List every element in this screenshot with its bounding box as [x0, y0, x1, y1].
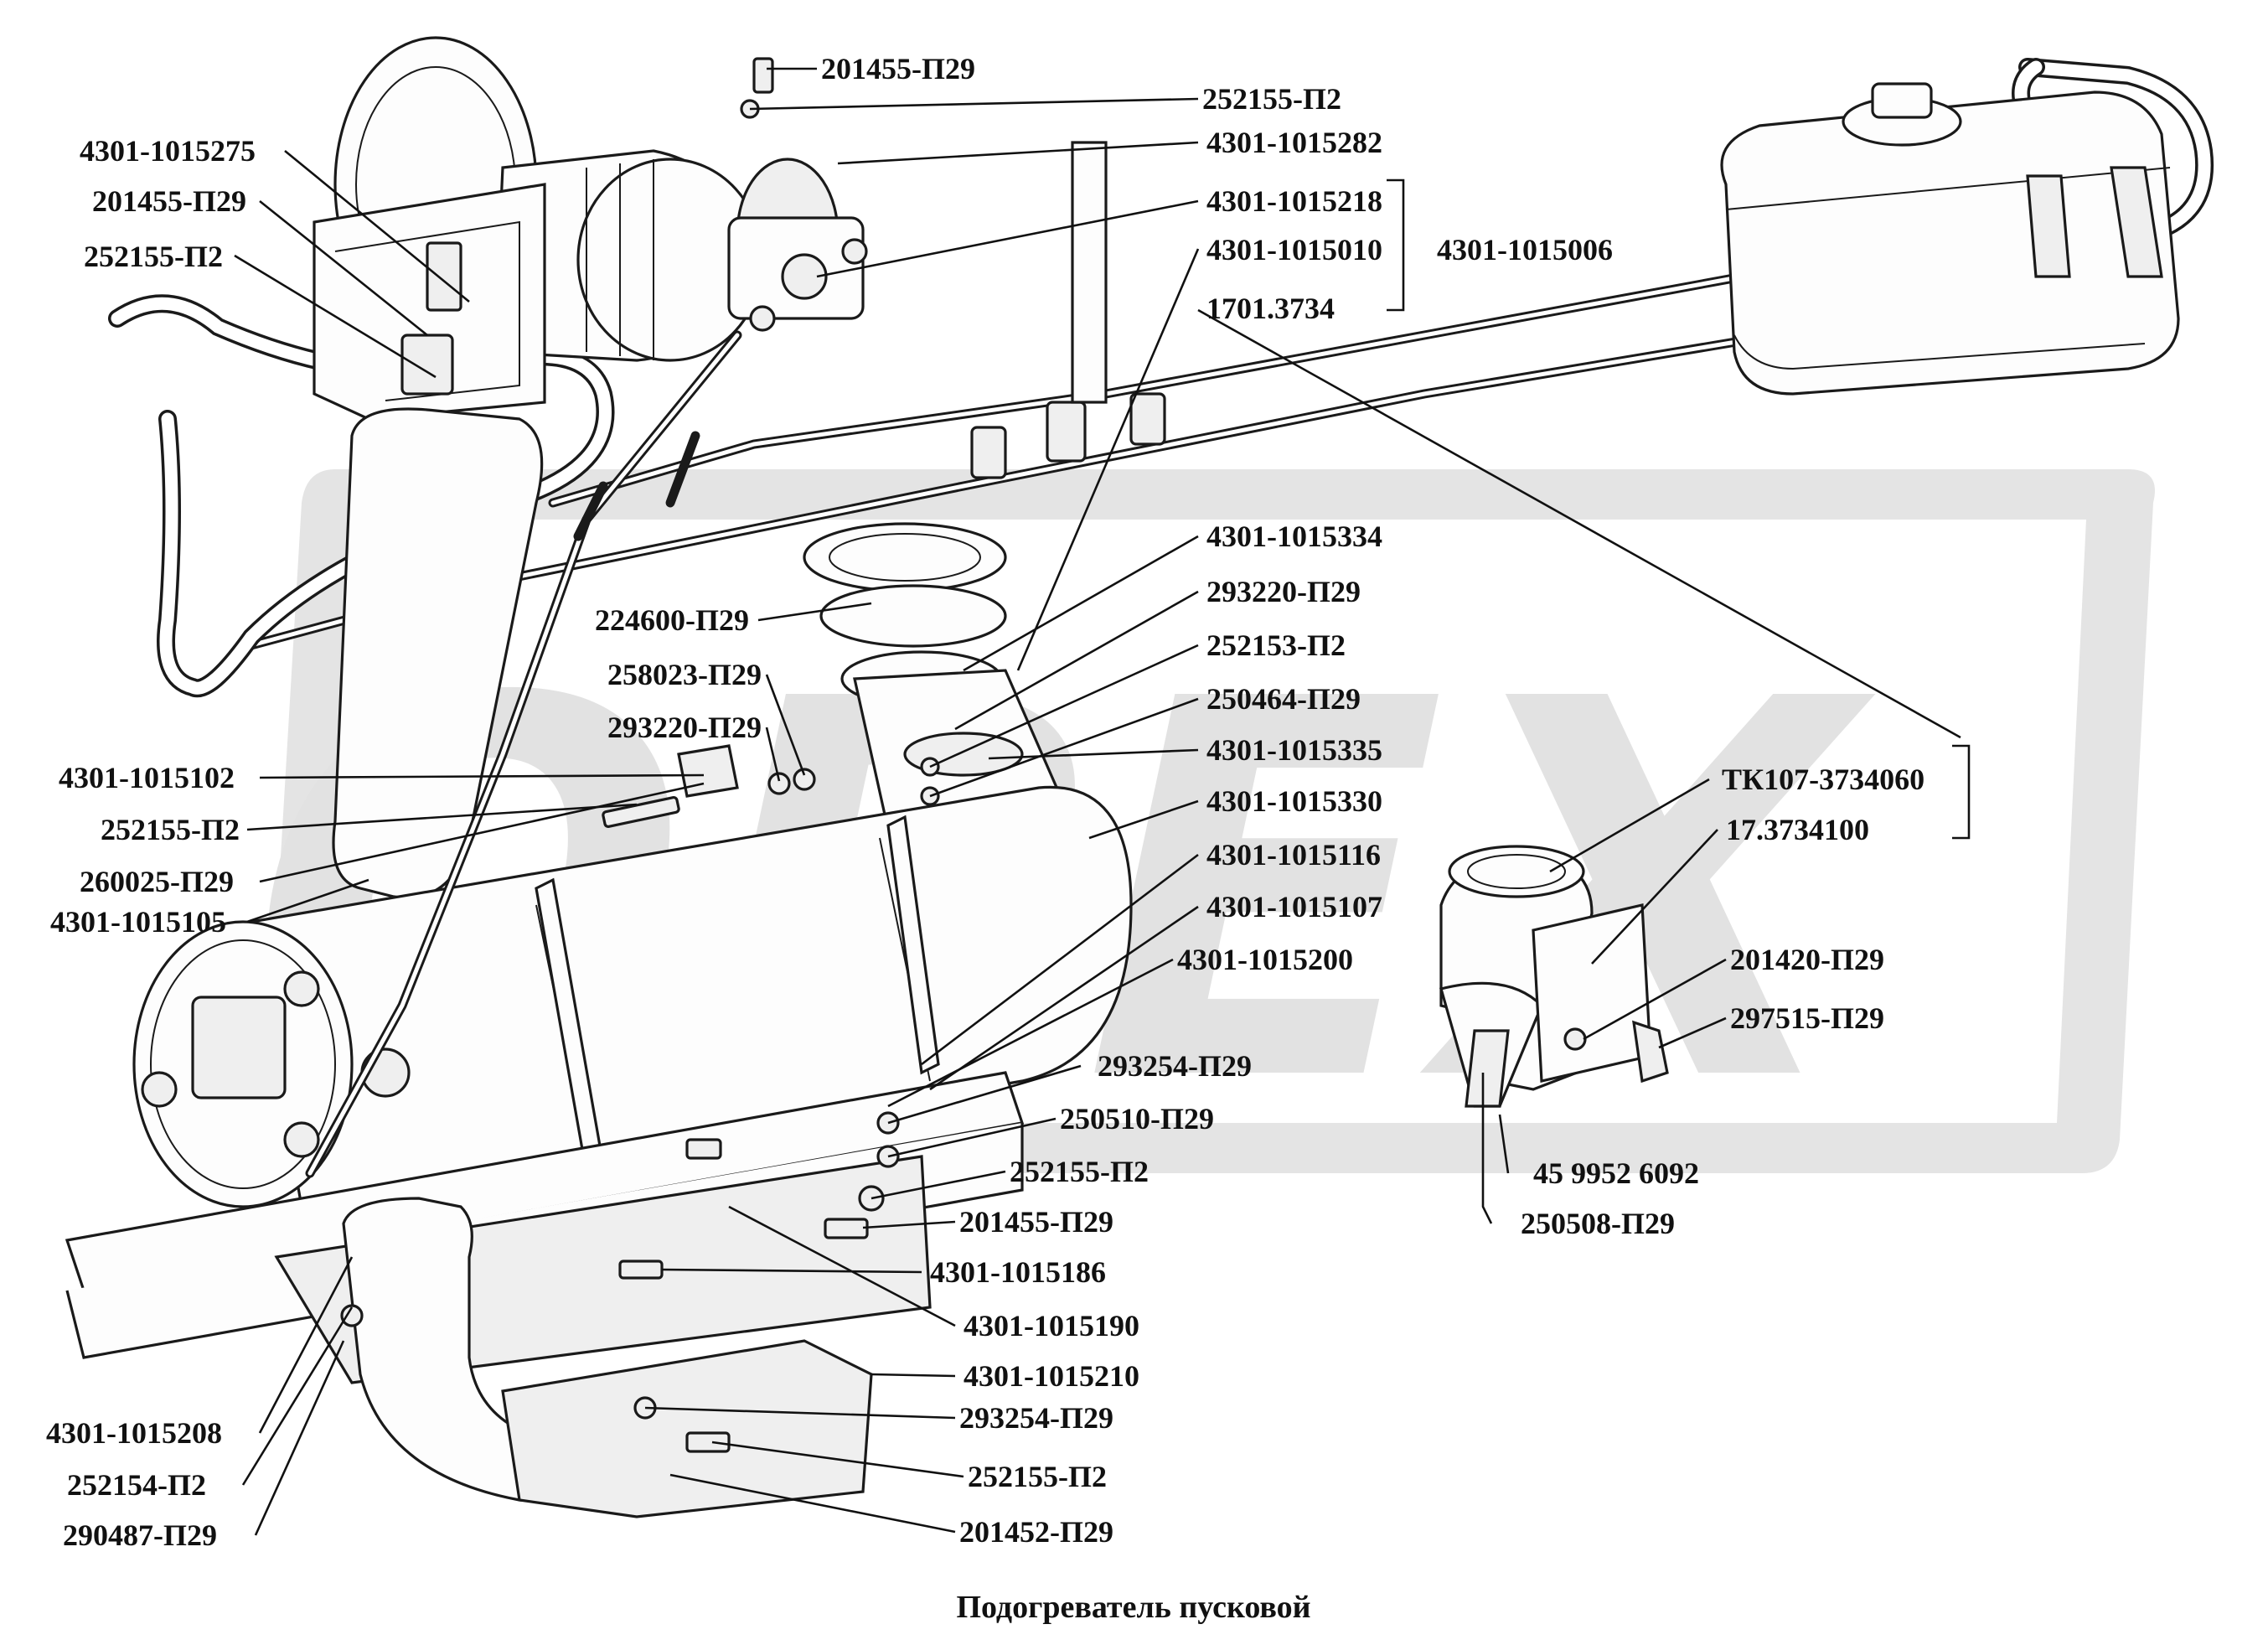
group-bracket-1015006: [1387, 178, 1405, 312]
label-250510-p29: 250510-П29: [1060, 1102, 1214, 1135]
exhaust-elbow: [342, 1197, 638, 1510]
label-4301-1015218: 4301-1015218: [1206, 184, 1382, 218]
label-293220-p29-right: 293220-П29: [1206, 575, 1361, 608]
label-17-3734100: 17.3734100: [1726, 813, 1869, 846]
label-252155-p2-top: 252155-П2: [1202, 82, 1341, 116]
label-4301-1015105: 4301-1015105: [50, 905, 226, 939]
label-4301-1015275: 4301-1015275: [80, 134, 256, 168]
label-201455-p29-top: 201455-П29: [821, 52, 975, 85]
label-201452-p29: 201452-П29: [959, 1515, 1113, 1549]
label-201420-p29: 201420-П29: [1730, 943, 1884, 976]
label-4301-1015102: 4301-1015102: [59, 761, 235, 794]
label-4301-1015116: 4301-1015116: [1206, 838, 1381, 872]
label-250508-p29: 250508-П29: [1521, 1207, 1675, 1240]
label-201455-p29-lower: 201455-П29: [959, 1205, 1113, 1239]
label-4301-1015200: 4301-1015200: [1177, 943, 1353, 976]
heater-clamp-right: [886, 815, 940, 1075]
label-290487-p29: 290487-П29: [63, 1518, 217, 1552]
label-4301-1015107: 4301-1015107: [1206, 890, 1382, 923]
label-4301-1015006: 4301-1015006: [1437, 233, 1613, 266]
label-252153-p2: 252153-П2: [1206, 629, 1346, 662]
pipe-clamp-1: [970, 426, 1007, 479]
label-293254-p29-upper: 293254-П29: [1098, 1049, 1252, 1083]
label-4301-1015186: 4301-1015186: [930, 1255, 1106, 1289]
pipe-clamp-2: [1046, 401, 1087, 463]
glow-plug-assembly: [1439, 845, 1669, 1108]
label-1701-3734: 1701.3734: [1206, 292, 1335, 325]
label-252155-p2-mid: 252155-П2: [101, 813, 240, 846]
fuel-tank: [1720, 82, 2180, 396]
label-260025-p29: 260025-П29: [80, 865, 234, 898]
label-4301-1015190: 4301-1015190: [964, 1309, 1139, 1342]
label-297515-p29: 297515-П29: [1730, 1001, 1884, 1035]
label-252155-p2-lower: 252155-П2: [1010, 1155, 1149, 1188]
label-293254-p29-lower: 293254-П29: [959, 1401, 1113, 1435]
group-bracket-tk107: [1952, 744, 1971, 840]
bolt-top: [752, 57, 774, 94]
label-4301-1015208: 4301-1015208: [46, 1416, 222, 1450]
label-45-9952-6092: 45 9952 6092: [1533, 1156, 1699, 1190]
label-293220-p29-mid: 293220-П29: [607, 711, 762, 744]
label-4301-1015010: 4301-1015010: [1206, 233, 1382, 266]
label-4301-1015335: 4301-1015335: [1206, 733, 1382, 767]
label-252155-p2-left: 252155-П2: [84, 240, 223, 273]
parts-drawing: [65, 36, 2214, 1518]
label-4301-1015330: 4301-1015330: [1206, 784, 1382, 818]
label-252154-p2: 252154-П2: [67, 1468, 206, 1502]
label-tk107-3734060: ТК107-3734060: [1722, 763, 1924, 796]
label-252155-p2-bottom: 252155-П2: [968, 1460, 1107, 1493]
label-201455-p29-left: 201455-П29: [92, 184, 246, 218]
exhaust-shield: [501, 1339, 873, 1518]
label-4301-1015210: 4301-1015210: [964, 1359, 1139, 1393]
diagram-caption: Подогреватель пусковой: [956, 1590, 1310, 1625]
pipe-clamp-3: [1129, 392, 1166, 446]
label-4301-1015282: 4301-1015282: [1206, 126, 1382, 159]
label-258023-p29: 258023-П29: [607, 658, 762, 691]
part-labels: 201455-П29 252155-П2 4301-1015282 4301-1…: [46, 52, 1924, 1552]
label-224600-p29: 224600-П29: [595, 603, 749, 637]
label-250464-p29: 250464-П29: [1206, 682, 1361, 716]
leader-lines: [234, 67, 1961, 1536]
label-4301-1015334: 4301-1015334: [1206, 520, 1382, 553]
